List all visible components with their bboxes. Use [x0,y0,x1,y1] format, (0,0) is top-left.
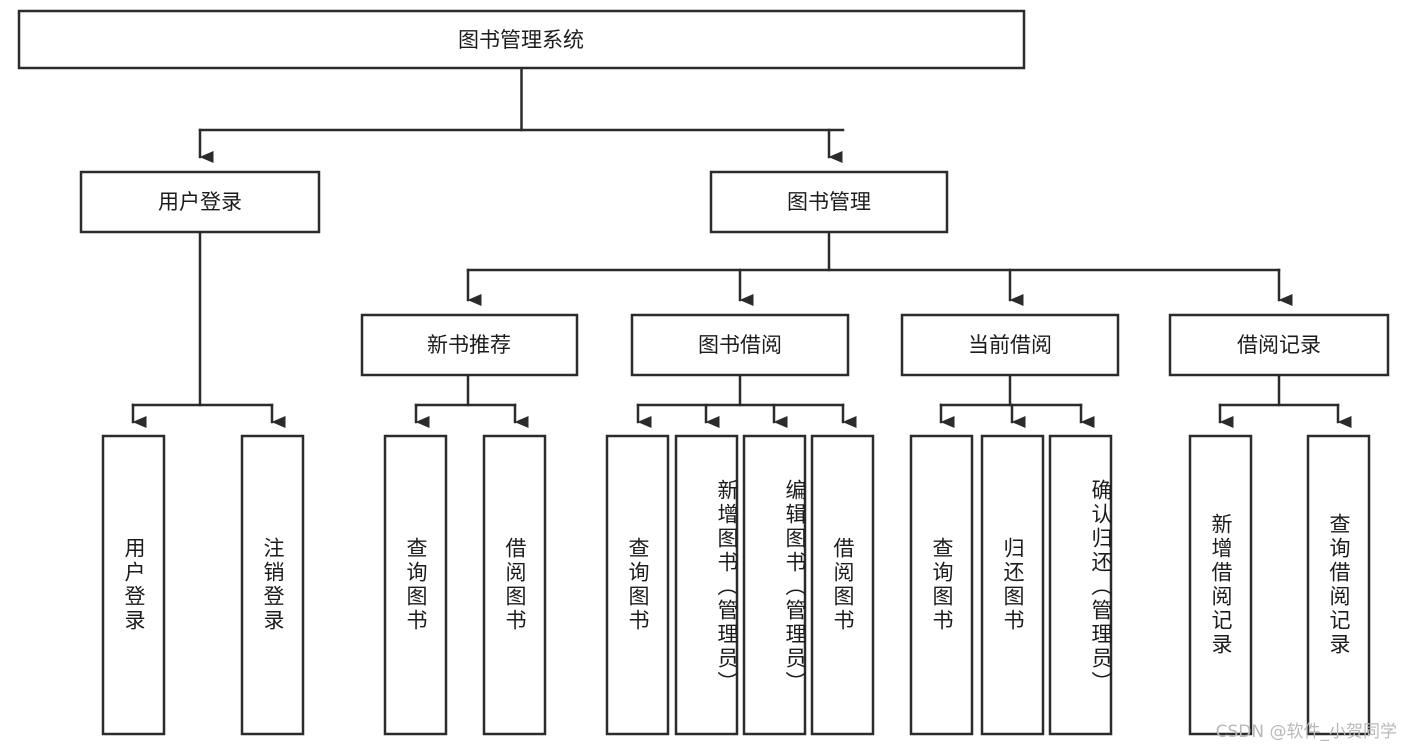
node-user-login-box [79,170,321,234]
edges-root-to-level1 [198,66,845,163]
node-user-login-label: 用户登录 [158,190,242,214]
leaf-box-user-login[interactable] [101,434,166,736]
node-book-borrow-label: 图书借阅 [698,333,782,357]
node-new-book-recommend-label: 新书推荐 [427,333,511,357]
leaf-box-query-book-rec[interactable] [383,434,448,736]
edges-booklmgmt-to-level2 [466,230,1293,306]
leaf-box-edit-book-admin[interactable] [742,434,807,736]
leaf-box-borrow-book-rec[interactable] [482,434,547,736]
node-new-book-recommend[interactable]: 新书推荐 [360,313,579,377]
node-root-label: 图书管理系统 [458,28,584,52]
node-borrow-record-box [1168,313,1390,377]
leaf-box-add-book-admin[interactable] [674,434,739,736]
node-new-book-recommend-box [360,313,579,377]
leaf-box-logout-login[interactable] [240,434,305,736]
node-book-borrow-box [630,313,850,377]
edges-currentborrow-to-leaves [939,373,1095,428]
csdn-watermark: CSDN @软件_小贺同学 [1215,722,1397,742]
leaf-box-query-borrow-record[interactable] [1306,434,1371,736]
node-borrow-record[interactable]: 借阅记录 [1168,313,1390,377]
leaf-box-add-borrow-record[interactable] [1188,434,1253,736]
edges-borrowrecord-to-leaves [1218,373,1352,428]
node-book-management-box [709,170,949,234]
leaf-box-query-book-borrow[interactable] [605,434,670,736]
node-current-borrow-box [900,313,1120,377]
node-root[interactable]: 图书管理系统 [17,9,1026,70]
edges-newbook-to-leaves [414,373,529,428]
edges-bookborrow-to-leaves [636,373,857,428]
leaf-box-return-book[interactable] [980,434,1045,736]
edges-userlogin-to-leaves [131,230,286,428]
leaf-boxes [101,434,1371,736]
node-user-login[interactable]: 用户登录 [79,170,321,234]
leaf-box-confirm-return-admin[interactable] [1048,434,1113,736]
leaf-box-query-book-current[interactable] [909,434,974,736]
node-book-management-label: 图书管理 [787,190,871,214]
node-current-borrow-label: 当前借阅 [968,333,1052,357]
node-current-borrow[interactable]: 当前借阅 [900,313,1120,377]
node-book-borrow[interactable]: 图书借阅 [630,313,850,377]
node-root-box [17,9,1026,70]
node-borrow-record-label: 借阅记录 [1237,333,1321,357]
node-book-management[interactable]: 图书管理 [709,170,949,234]
leaf-box-borrow-book[interactable] [810,434,875,736]
